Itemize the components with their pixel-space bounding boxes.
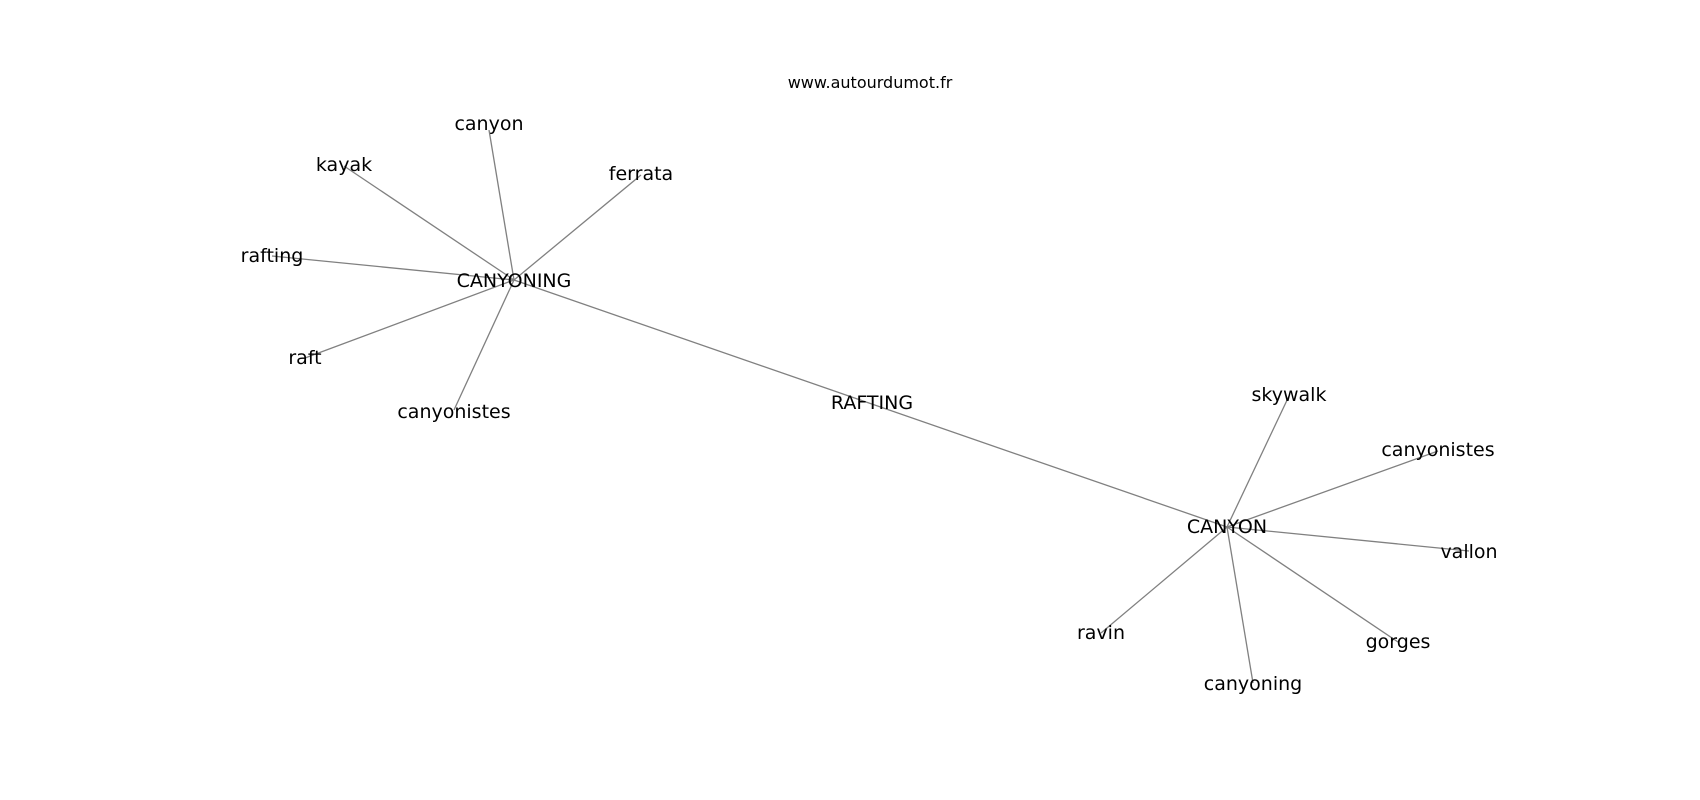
edge-canyon-hub-to-canyon-canyoning (1226, 526, 1254, 684)
node-kayak[interactable]: kayak (316, 154, 372, 176)
node-vallon[interactable]: vallon (1440, 541, 1497, 563)
edge-canyon-hub-to-canyon-skywalk (1226, 395, 1290, 528)
edge-canyon-hub-to-canyon-ravin (1100, 526, 1228, 634)
edge-canyon-hub-to-canyon-vallon (1226, 526, 1470, 552)
node-rafting-hub[interactable]: RAFTING (831, 392, 913, 414)
node-rafting[interactable]: rafting (241, 245, 304, 267)
edge-canyon-hub-to-canyon-gorges (1226, 526, 1399, 643)
node-canyonistes-right[interactable]: canyonistes (1381, 439, 1494, 461)
labels-layer: RAFTING CANYONING CANYON canyon kayak fe… (241, 113, 1498, 695)
node-canyoning[interactable]: canyoning (1204, 673, 1302, 695)
node-canyon[interactable]: canyon (454, 113, 523, 135)
edge-canyon-hub-to-canyon-canyonistes (1226, 450, 1439, 528)
node-ferrata[interactable]: ferrata (609, 163, 673, 185)
watermark-text: www.autourdumot.fr (788, 73, 953, 92)
node-canyoning-hub[interactable]: CANYONING (457, 270, 572, 292)
edge-canyoning-hub-to-canyoning-ferrata (513, 174, 642, 281)
edge-canyoning-hub-to-canyoning-rafting (271, 255, 515, 281)
node-canyonistes-left[interactable]: canyonistes (397, 401, 510, 423)
node-ravin[interactable]: ravin (1077, 622, 1125, 644)
node-gorges[interactable]: gorges (1366, 631, 1431, 653)
node-canyon-hub[interactable]: CANYON (1187, 516, 1267, 538)
node-skywalk[interactable]: skywalk (1252, 384, 1327, 406)
edge-canyoning-hub-to-canyoning-canyon (488, 129, 515, 281)
edge-canyoning-hub-to-canyoning-kayak (343, 165, 515, 281)
edges-layer (271, 129, 1470, 684)
edge-canyoning-hub-to-canyoning-raft (304, 279, 515, 359)
node-raft[interactable]: raft (288, 347, 321, 369)
edge-canyoning-hub-to-canyoning-canyonistes (453, 279, 515, 411)
edge-canyoning-hub-to-canyon-hub (513, 279, 1228, 528)
